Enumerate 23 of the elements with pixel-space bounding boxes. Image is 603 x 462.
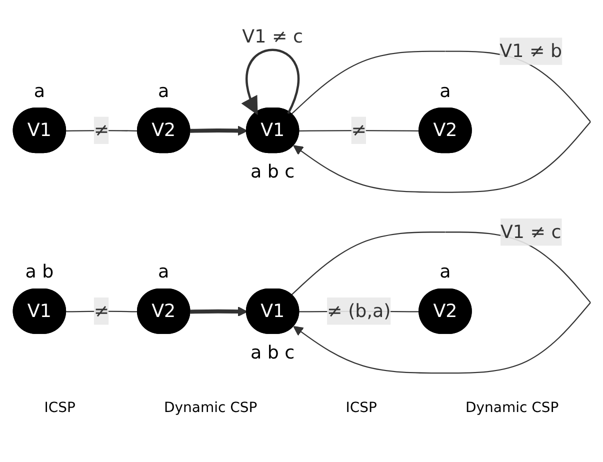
domain-values: a (158, 262, 169, 283)
connector (298, 130, 420, 132)
domain-values: a b c (250, 342, 294, 364)
arrow (190, 306, 248, 317)
caption-label: Dynamic CSP (465, 400, 559, 416)
edge-label: ≠ (93, 119, 109, 141)
edge-label: ≠ (93, 300, 109, 322)
edge-label: V1 ≠ c (500, 221, 561, 243)
edge-label: V1 ≠ b (499, 40, 562, 62)
caption-label: Dynamic CSP (164, 400, 258, 416)
caption-label: ICSP (44, 400, 76, 416)
edge-label: ≠ (350, 119, 366, 141)
domain-values: a b c (250, 162, 294, 183)
edge-label: V1 ≠ c (242, 26, 302, 48)
edge-label: ≠ (b,a) (326, 300, 390, 322)
domain-values: a (439, 81, 450, 102)
domain-values: a (33, 81, 44, 102)
domain-values: a (439, 262, 450, 283)
self-loop-arrow (242, 49, 300, 116)
arrow (190, 126, 248, 136)
domain-values: a (158, 81, 169, 102)
caption-label: ICSP (346, 400, 377, 416)
domain-values: a b (24, 262, 54, 283)
